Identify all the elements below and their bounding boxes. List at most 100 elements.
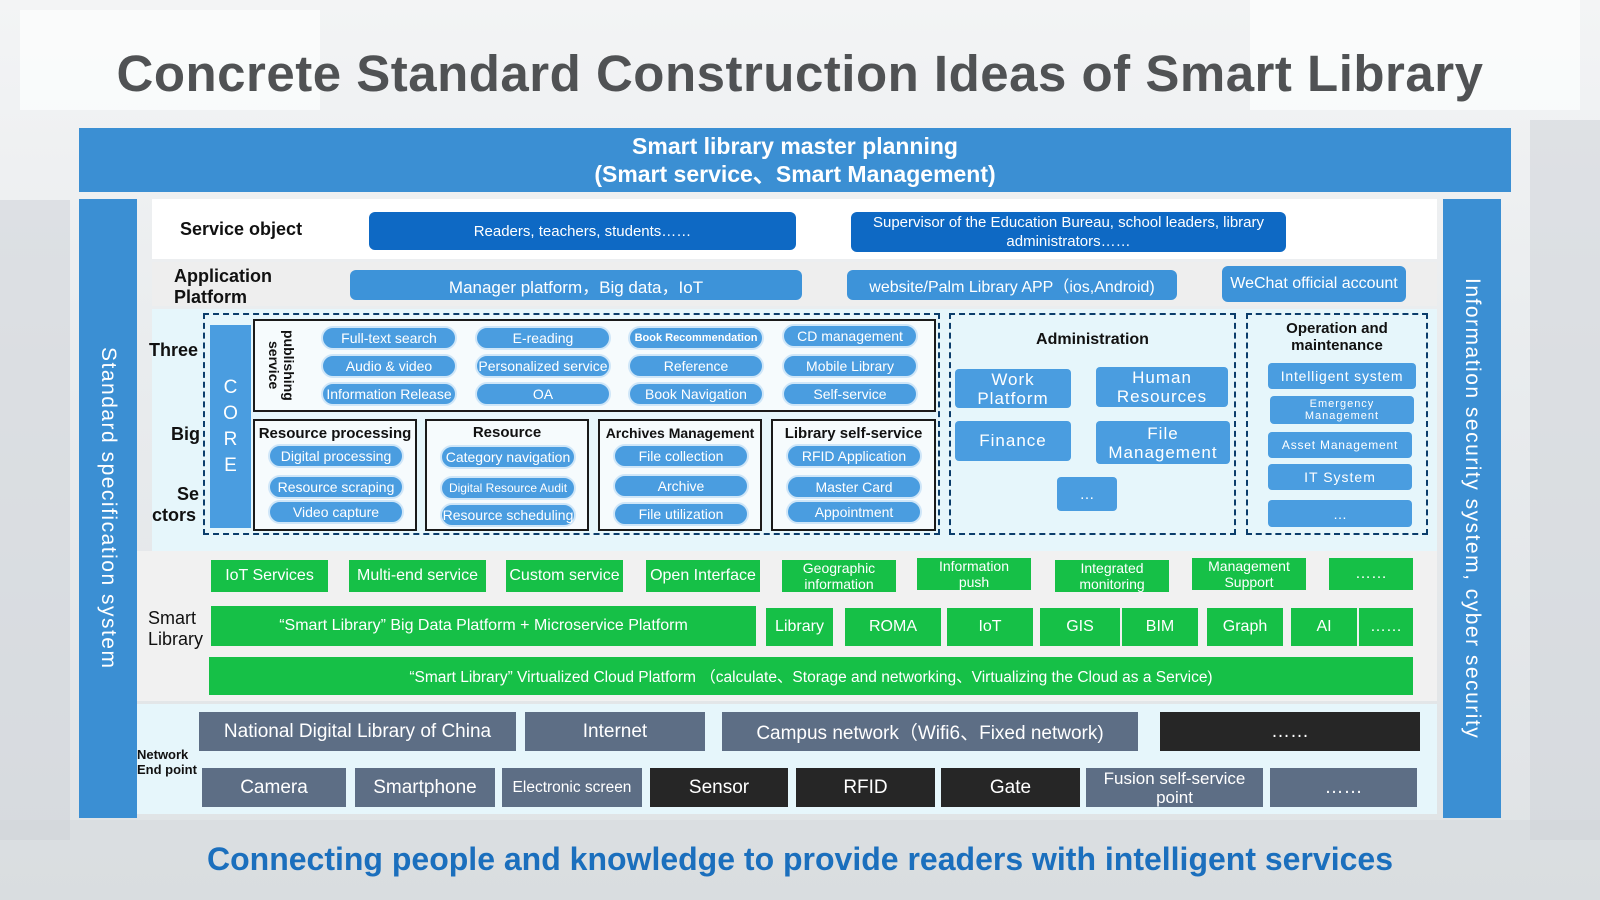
smart-library-label: Smart Library bbox=[148, 608, 203, 650]
svc-integrated-monitoring: Integrated monitoring bbox=[1055, 560, 1169, 592]
pub-information-release: Information Release bbox=[321, 382, 457, 406]
svc-mgmt-line1: Management bbox=[1208, 558, 1290, 574]
svc-geo-line2: information bbox=[804, 576, 874, 592]
arc-file-collection: File collection bbox=[613, 444, 749, 468]
admin-finance: Finance bbox=[955, 421, 1071, 461]
net-campus-network: Campus network（Wifi6、Fixed network) bbox=[722, 712, 1138, 751]
application-label-line2: Platform bbox=[174, 287, 248, 307]
master-planning-bar: Smart library master planning (Smart ser… bbox=[79, 128, 1511, 192]
op-more: … bbox=[1268, 500, 1412, 527]
ss-appointment: Appointment bbox=[786, 500, 922, 524]
op-intelligent-system: Intelligent system bbox=[1268, 363, 1416, 389]
admin-work-platform: Work Platform bbox=[955, 369, 1071, 408]
ss-master-card: Master Card bbox=[786, 475, 922, 499]
platform-roma: ROMA bbox=[845, 608, 941, 646]
ep-camera: Camera bbox=[202, 768, 346, 807]
administration-box bbox=[949, 313, 1236, 535]
operation-title-line2: maintenance bbox=[1291, 337, 1383, 354]
svc-iot-services: IoT Services bbox=[211, 560, 328, 592]
sectors-label-three: Three bbox=[149, 340, 199, 360]
svc-information-push: Information push bbox=[917, 558, 1031, 590]
smart-library-label-line1: Smart bbox=[148, 608, 197, 628]
sectors-label-se: Se bbox=[177, 484, 200, 504]
core-letter-e: E bbox=[224, 454, 237, 476]
master-planning-line2: (Smart service、Smart Management) bbox=[594, 161, 996, 187]
admin-human-resources: Human Resources bbox=[1096, 367, 1228, 407]
svc-integ-line2: monitoring bbox=[1079, 576, 1145, 592]
ep-sensor: Sensor bbox=[650, 768, 788, 807]
admin-work-platform-line1: Work bbox=[991, 369, 1035, 389]
svc-management-support: Management Support bbox=[1192, 558, 1306, 590]
information-security-bar: Information security system, cyber secur… bbox=[1443, 199, 1501, 818]
op-it-system: IT System bbox=[1268, 464, 1412, 490]
service-object-label: Service object bbox=[180, 219, 303, 239]
admin-file-management-line1: File bbox=[1147, 423, 1179, 443]
archives-title: Archives Management bbox=[605, 425, 755, 441]
rp-resource-scraping: Resource scraping bbox=[268, 475, 404, 499]
core-bar: C O R E bbox=[210, 325, 251, 528]
pub-personalized-service: Personalized service bbox=[475, 354, 611, 378]
app-manager-platform: Manager platform，Big data，IoT bbox=[350, 270, 802, 300]
svc-multi-end-service: Multi-end service bbox=[349, 560, 486, 592]
arc-archive: Archive bbox=[613, 474, 749, 498]
footer-tagline: Connecting people and knowledge to provi… bbox=[206, 840, 1393, 877]
big-data-platform: “Smart Library” Big Data Platform + Micr… bbox=[211, 606, 756, 646]
op-emergency-management: Emergency Management bbox=[1270, 396, 1414, 424]
admin-work-platform-line2: Platform bbox=[977, 388, 1049, 408]
application-platform-label: Application Platform bbox=[174, 266, 272, 308]
sectors-label-big: Big bbox=[171, 424, 200, 444]
network-label-line2: End point bbox=[137, 762, 197, 777]
svc-info-line1: Information bbox=[938, 558, 1010, 574]
app-website-palm: website/Palm Library APP（ios,Android) bbox=[847, 270, 1177, 300]
pub-book-recommendation: Book Recommendation bbox=[628, 326, 764, 350]
admin-human-resources-line1: Human bbox=[1132, 368, 1192, 387]
admin-file-management: File Management bbox=[1096, 421, 1230, 464]
core-letter-r: R bbox=[223, 428, 238, 450]
core-letter-o: O bbox=[223, 402, 238, 424]
platform-iot: IoT bbox=[947, 608, 1033, 646]
platform-bim: BIM bbox=[1122, 608, 1198, 646]
core-letter-c: C bbox=[223, 376, 238, 398]
pub-book-navigation: Book Navigation bbox=[628, 382, 764, 406]
network-label: Network End point bbox=[137, 747, 197, 777]
service-supervisors-pill: Supervisor of the Education Bureau, scho… bbox=[851, 212, 1286, 252]
pub-reference: Reference bbox=[628, 354, 764, 378]
administration-title: Administration bbox=[1036, 331, 1149, 348]
net-internet: Internet bbox=[525, 712, 705, 751]
svc-geographic-information: Geographic information bbox=[782, 560, 896, 592]
pub-self-service: Self-service bbox=[782, 382, 918, 406]
pub-oa: OA bbox=[475, 382, 611, 406]
admin-more: … bbox=[1057, 477, 1117, 511]
pub-mobile-library: Mobile Library bbox=[782, 354, 918, 378]
standard-specification-bar: Standard specification system bbox=[79, 199, 137, 818]
app-wechat: WeChat official account bbox=[1222, 266, 1406, 302]
svc-integ-line1: Integrated bbox=[1080, 560, 1144, 576]
sectors-label-ctors: ctors bbox=[152, 505, 197, 525]
master-planning-line1: Smart library master planning bbox=[632, 133, 958, 159]
library-self-service-title: Library self-service bbox=[784, 424, 923, 442]
platform-more: …… bbox=[1359, 608, 1413, 646]
operation-title-line1: Operation and bbox=[1286, 320, 1388, 337]
application-label-line1: Application bbox=[174, 266, 272, 286]
operation-maintenance-title: Operation and maintenance bbox=[1246, 319, 1428, 355]
ep-gate: Gate bbox=[941, 768, 1080, 807]
publishing-service-label: publishing service bbox=[262, 322, 300, 408]
pub-full-text-search: Full-text search bbox=[321, 326, 457, 350]
ep-electronic-screen: Electronic screen bbox=[502, 768, 642, 807]
operation-maintenance-box bbox=[1246, 313, 1428, 535]
arc-file-utilization: File utilization bbox=[613, 502, 749, 526]
smart-library-label-line2: Library bbox=[148, 629, 204, 649]
net-national-digital-library: National Digital Library of China bbox=[199, 712, 516, 751]
op-emergency-line1: Emergency bbox=[1309, 398, 1375, 410]
platform-graph: Graph bbox=[1207, 608, 1283, 646]
op-asset-management: Asset Management bbox=[1268, 432, 1412, 458]
platform-library: Library bbox=[766, 608, 833, 646]
ep-rfid: RFID bbox=[796, 768, 935, 807]
admin-file-management-line2: Management bbox=[1108, 442, 1218, 462]
publishing-service-text: publishing service bbox=[266, 329, 297, 401]
admin-human-resources-line2: Resources bbox=[1116, 387, 1208, 406]
svc-more: …… bbox=[1329, 558, 1413, 590]
platform-ai: AI bbox=[1291, 608, 1357, 646]
network-label-line1: Network bbox=[137, 747, 189, 762]
res-resource-scheduling: Resource scheduling bbox=[440, 503, 576, 527]
